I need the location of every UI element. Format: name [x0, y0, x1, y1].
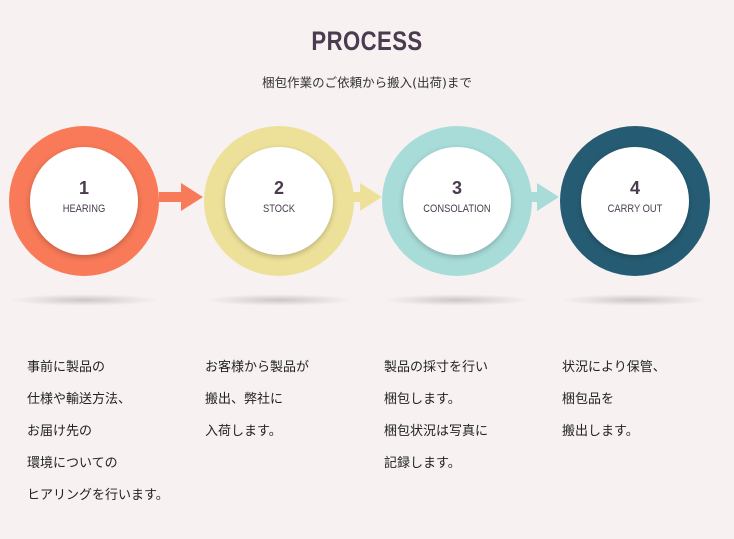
floor-shadow [382, 294, 532, 306]
step-label: CARRY OUT [607, 203, 663, 215]
description-line: 環境についての [27, 456, 118, 471]
page-subtitle: 梱包作業のご依頼から搬入(出荷)まで [262, 75, 472, 90]
arrow-shape [338, 183, 382, 211]
description-line: 梱包状況は写真に [384, 424, 489, 439]
arrow-right-icon [515, 183, 559, 211]
description-line: お届け先の [27, 424, 93, 439]
description-line: 搬出、弊社に [205, 392, 284, 407]
floor-shadow [204, 294, 354, 306]
description-line: 記録します。 [384, 456, 461, 471]
step-number: 3 [451, 178, 462, 198]
description-line: 事前に製品の [27, 360, 106, 375]
step-circle: 2 STOCK [225, 147, 333, 255]
description-line: 状況により保管、 [562, 360, 666, 375]
floor-shadow [560, 294, 710, 306]
step-label: CONSOLATION [423, 203, 491, 215]
step-number: 2 [273, 178, 284, 198]
step-description-carry-out: 状況により保管、 梱包品を 搬出します。 [562, 352, 666, 448]
description-line: 入荷します。 [205, 424, 282, 439]
step-label: STOCK [262, 203, 296, 215]
arrow-right-icon [338, 183, 382, 211]
arrow-shape [159, 183, 203, 211]
step-number: 1 [78, 178, 89, 198]
step-carry-out: 4 CARRY OUT [560, 126, 710, 276]
step-circle: 3 CONSOLATION [403, 147, 511, 255]
step-hearing: 1 HEARING [9, 126, 159, 276]
step-number: 4 [629, 178, 640, 198]
step-label: HEARING [62, 203, 106, 215]
description-line: ヒアリングを行います。 [27, 488, 169, 503]
description-line: 梱包します。 [384, 392, 461, 407]
description-line: 梱包品を [562, 392, 615, 407]
page-title: PROCESS [311, 26, 423, 56]
step-description-hearing: 事前に製品の 仕様や輸送方法、 お届け先の 環境についての ヒアリングを行います… [27, 352, 169, 512]
description-line: お客様から製品が [205, 360, 310, 375]
step-description-consolation: 製品の採寸を行い 梱包します。 梱包状況は写真に 記録します。 [384, 352, 488, 480]
floor-shadow [9, 294, 159, 306]
step-circle: 4 CARRY OUT [581, 147, 689, 255]
description-line: 搬出します。 [562, 424, 639, 439]
step-description-stock: お客様から製品が 搬出、弊社に 入荷します。 [205, 352, 309, 448]
arrow-shape [515, 183, 559, 211]
description-line: 製品の採寸を行い [384, 360, 489, 375]
description-line: 仕様や輸送方法、 [27, 392, 132, 407]
step-consolation: 3 CONSOLATION [382, 126, 532, 276]
arrow-right-icon [159, 183, 203, 211]
step-circle: 1 HEARING [30, 147, 138, 255]
step-stock: 2 STOCK [204, 126, 354, 276]
